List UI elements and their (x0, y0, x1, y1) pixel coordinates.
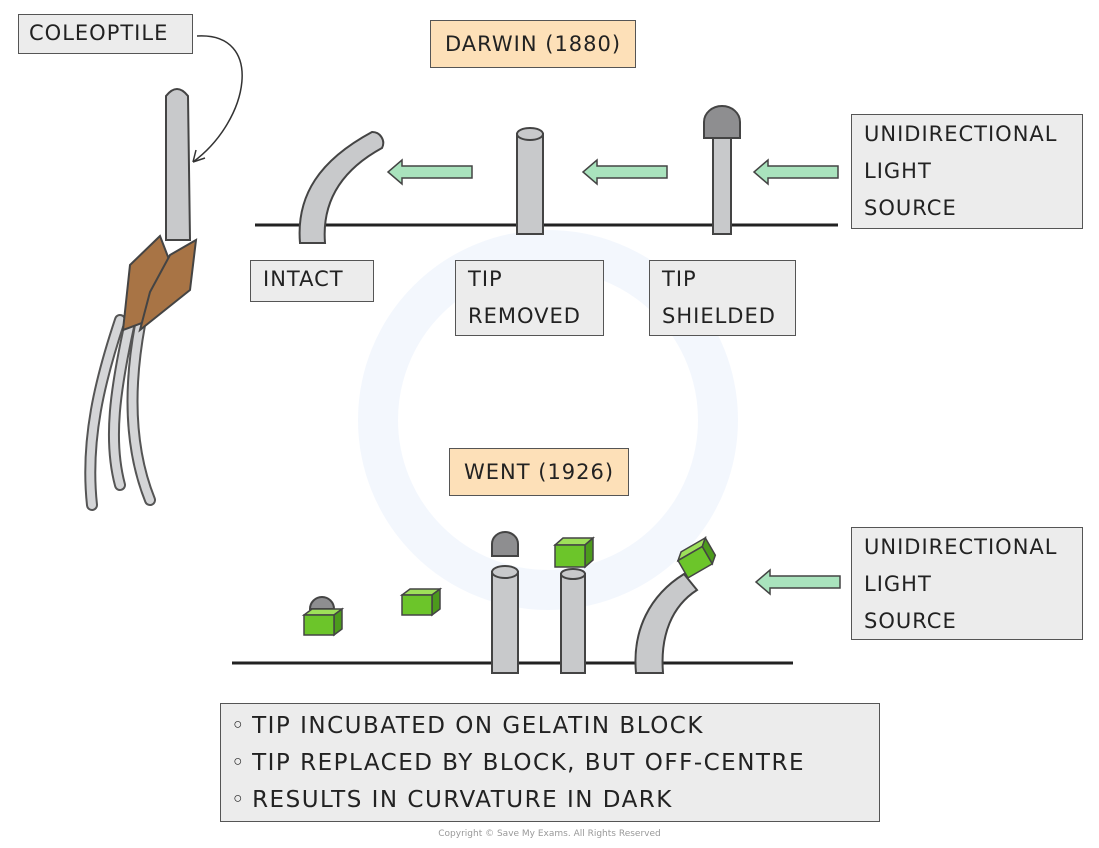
tip-shielded-label: TIP SHIELDED (649, 260, 796, 336)
went-light-line-1: UNIDIRECTIONAL (864, 535, 1058, 559)
tip-shielded-line-1: TIP (662, 267, 697, 291)
light-arrow-3 (752, 158, 839, 186)
tip-removed-shoot (516, 127, 544, 235)
tip-removed-line-2: REMOVED (468, 304, 581, 328)
coleoptile-label-text: COLEOPTILE (29, 21, 169, 45)
coleoptile-label-tag: COLEOPTILE (18, 14, 194, 54)
copyright-notice: Copyright © Save My Exams. All Rights Re… (438, 829, 661, 839)
sheath-right (138, 238, 198, 333)
darwin-light-line-2: LIGHT (864, 159, 932, 183)
went-title: WENT (1926) (449, 448, 630, 496)
went-notes: TIP INCUBATED ON GELATIN BLOCK TIP REPLA… (220, 703, 880, 822)
intact-label-text: INTACT (263, 267, 344, 291)
darwin-experiment (255, 105, 839, 244)
tag-pointer-arrow (192, 35, 243, 163)
coleoptile-shoot (165, 88, 192, 241)
decapitated-shoot (491, 531, 519, 674)
tip-removed-line-1: TIP (468, 267, 503, 291)
coleoptile-seedling (84, 35, 243, 511)
light-arrow-went (754, 568, 841, 596)
went-light-line-2: LIGHT (864, 572, 932, 596)
cut-tip-on-block (308, 596, 336, 610)
opaque-cap (703, 105, 741, 139)
intact-label: INTACT (250, 260, 374, 302)
curved-shoot-off-centre-block (634, 536, 717, 674)
darwin-light-line-3: SOURCE (864, 196, 957, 220)
light-arrow-1 (386, 158, 473, 186)
shoot-with-centred-block (553, 536, 595, 674)
went-light-source-label: UNIDIRECTIONAL LIGHT SOURCE (851, 527, 1083, 640)
went-title-text: WENT (1926) (464, 460, 615, 484)
went-note-3: RESULTS IN CURVATURE IN DARK (231, 782, 869, 819)
went-experiment (232, 531, 841, 674)
intact-curved-shoot (298, 130, 385, 244)
darwin-light-line-1: UNIDIRECTIONAL (864, 122, 1058, 146)
went-light-line-3: SOURCE (864, 609, 957, 633)
light-arrow-2 (581, 158, 668, 186)
darwin-light-source-label: UNIDIRECTIONAL LIGHT SOURCE (851, 114, 1083, 229)
went-note-1: TIP INCUBATED ON GELATIN BLOCK (231, 708, 869, 745)
darwin-title: DARWIN (1880) (430, 20, 637, 68)
went-note-2: TIP REPLACED BY BLOCK, BUT OFF-CENTRE (231, 745, 869, 782)
tip-removed-label: TIP REMOVED (455, 260, 604, 336)
tip-shielded-line-2: SHIELDED (662, 304, 776, 328)
gelatin-block-2 (399, 587, 443, 617)
gelatin-block-1 (301, 607, 345, 637)
watermark (358, 230, 738, 610)
tip-shielded-shoot (703, 105, 741, 235)
removed-tip (491, 531, 519, 557)
darwin-title-text: DARWIN (1880) (445, 32, 622, 56)
